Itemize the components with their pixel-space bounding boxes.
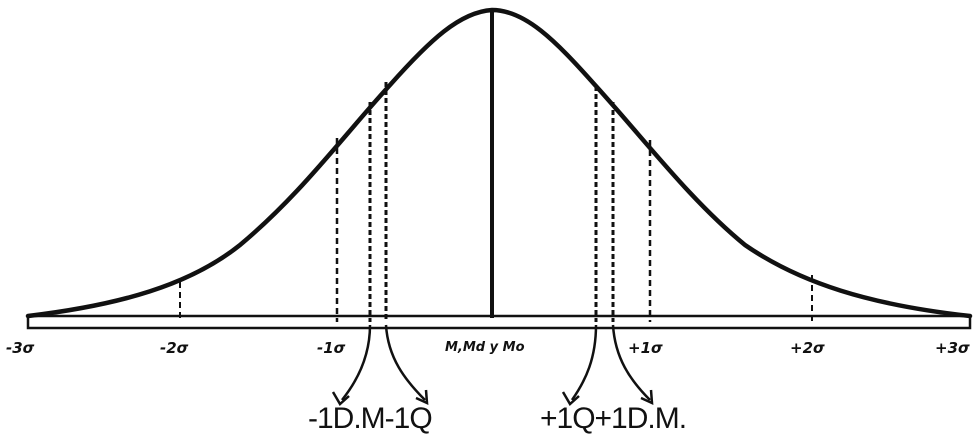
tick-label-minus-1-sigma: -1σ	[317, 339, 346, 357]
arrow-plus-1-q	[570, 324, 598, 401]
arrow-minus-1-dm	[341, 324, 372, 401]
arrowhead-minus-1-q	[415, 389, 429, 406]
arrow-plus-1-dm	[611, 324, 651, 401]
arrowhead-minus-1-dm	[331, 391, 350, 406]
arrowhead-plus-1-dm	[640, 389, 654, 406]
annotation-left: -1D.M-1Q	[308, 402, 432, 435]
bell-curve	[25, 7, 973, 319]
tick-label-minus-3-sigma: -3σ	[6, 339, 35, 357]
arrow-minus-1-q	[384, 324, 426, 401]
baseline-bar	[26, 314, 972, 330]
tick-label-plus-3-sigma: +3σ	[935, 339, 970, 357]
arrowhead-plus-1-q	[561, 391, 580, 406]
tick-label-plus-1-sigma: +1σ	[628, 339, 663, 357]
annotation-right: +1Q+1D.M.	[540, 402, 686, 435]
tick-label-center: M,Md y Mo	[445, 340, 525, 355]
tick-label-minus-2-sigma: -2σ	[160, 339, 189, 357]
tick-label-plus-2-sigma: +2σ	[790, 339, 825, 357]
